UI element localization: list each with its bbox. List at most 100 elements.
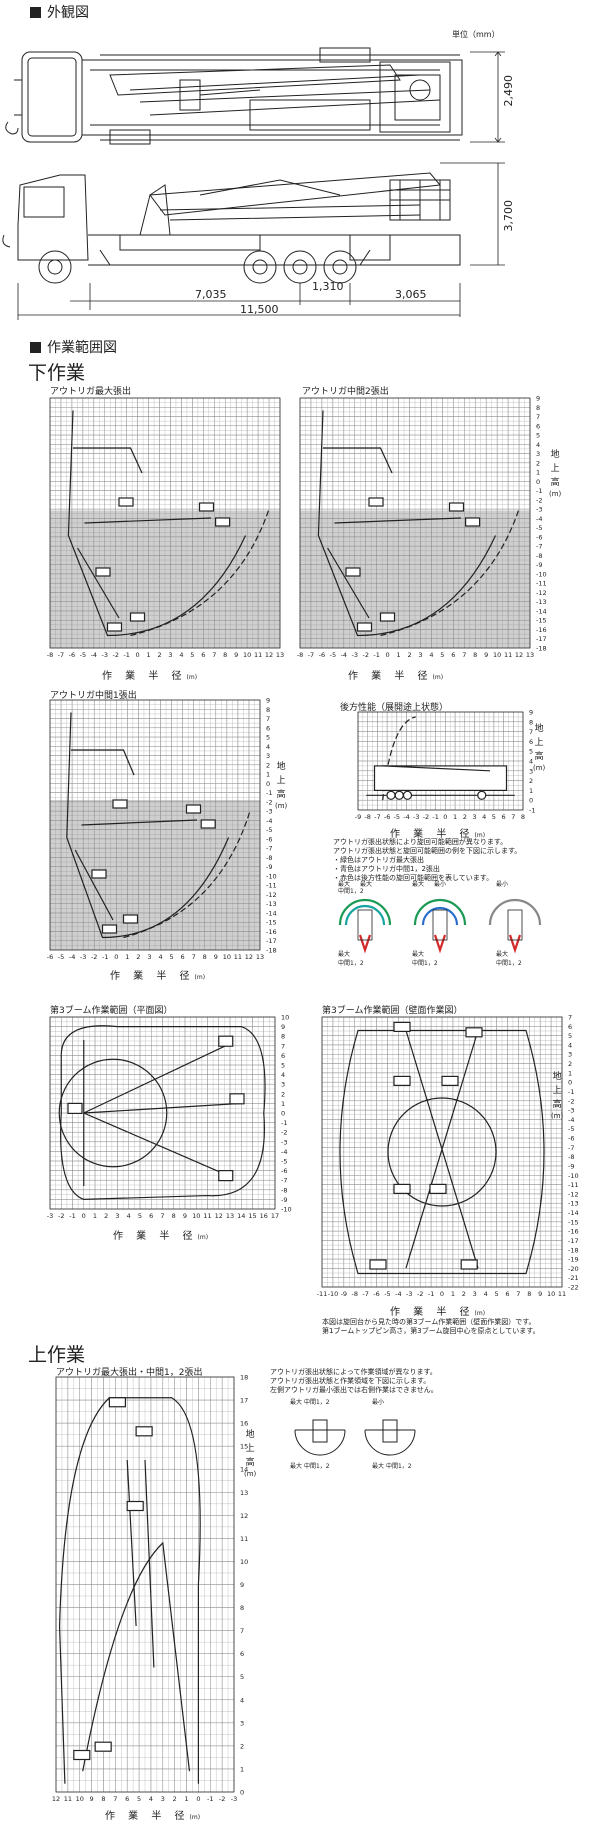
y-tick-label: 9 <box>266 697 270 705</box>
slew-diagrams <box>338 898 542 954</box>
x-tick-label: -9 <box>355 813 361 821</box>
y-tick-label: -10 <box>266 872 277 880</box>
x-tick-label: 8 <box>172 1212 176 1220</box>
y-tick-label: -2 <box>266 798 272 806</box>
y-tick-label: 0 <box>281 1110 285 1118</box>
y-tick-label: -9 <box>568 1162 574 1170</box>
y-tick-label: 2 <box>240 1742 244 1750</box>
slew-label: 中間1，2 <box>338 888 364 895</box>
y-tick-label: 1 <box>536 469 540 477</box>
x-tick-label: 4 <box>429 651 433 659</box>
y-tick-label: -17 <box>536 635 547 643</box>
y-tick-label: -11 <box>536 580 547 588</box>
slew-label: 最大 <box>338 881 351 888</box>
x-tick-label: 16 <box>260 1212 268 1220</box>
x-tick-label: -5 <box>58 953 64 961</box>
x-tick-label: 4 <box>127 1212 131 1220</box>
slew-label: 最小 <box>372 1399 385 1406</box>
x-tick-label: -7 <box>362 1290 368 1298</box>
wall-notes: 本図は旋回台から見た時の第3ブーム作業範囲（壁面作業図）です。第1ブームトップピ… <box>322 1318 540 1335</box>
x-tick-label: 9 <box>234 651 238 659</box>
truck-top-view <box>5 47 505 145</box>
y-tick-label: -11 <box>266 882 277 890</box>
x-tick-label: -4 <box>91 651 97 659</box>
x-tick-label: 2 <box>462 1290 466 1298</box>
x-tick-label: 2 <box>157 651 161 659</box>
x-tick-label: 8 <box>473 651 477 659</box>
exterior-heading: 外観図 <box>30 2 89 22</box>
y-tick-label: 2 <box>529 777 533 785</box>
y-tick-label: 4 <box>536 441 540 449</box>
y-tick-label: -2 <box>281 1129 287 1137</box>
x-tick-label: -3 <box>80 953 86 961</box>
y-tick-label: -8 <box>536 552 542 560</box>
y-tick-label: 2 <box>536 459 540 467</box>
x-tick-label: 0 <box>82 1212 86 1220</box>
y-tick-label: -6 <box>568 1135 574 1143</box>
x-tick-label: 14 <box>237 1212 245 1220</box>
y-tick-label: 8 <box>529 718 533 726</box>
x-tick-label: 13 <box>526 651 534 659</box>
y-tick-label: 1 <box>568 1069 572 1077</box>
reach-envelope <box>339 1021 545 1275</box>
y-tick-label: -4 <box>266 817 272 825</box>
y-tick-label: 7 <box>568 1014 572 1022</box>
x-tick-label: 5 <box>190 651 194 659</box>
x-tick-label: 3 <box>161 1795 165 1803</box>
radius-label-p1: 作 業 半 径(m) <box>102 671 198 682</box>
y-tick-label: -5 <box>266 826 272 834</box>
x-tick-label: 1 <box>184 1795 188 1803</box>
y-tick-label: -18 <box>536 645 547 653</box>
x-tick-label: 12 <box>215 1212 223 1220</box>
x-tick-label: 11 <box>254 651 262 659</box>
radius-label-p4: 作 業 半 径(m) <box>390 829 486 840</box>
y-tick-label: 5 <box>568 1032 572 1040</box>
x-tick-label: 10 <box>547 1290 555 1298</box>
y-tick-label: -21 <box>568 1274 579 1282</box>
y-tick-label: 9 <box>240 1581 244 1589</box>
x-tick-label: -3 <box>231 1795 237 1803</box>
x-tick-label: 4 <box>149 1795 153 1803</box>
y-tick-label: 8 <box>266 706 270 714</box>
y-tick-label: -17 <box>266 937 277 945</box>
y-tick-label: -1 <box>568 1088 574 1096</box>
rear-notes: アウトリガ張出状態により旋回可能範囲が異なります。アウトリガ張出状態と旋回可能範… <box>333 838 522 882</box>
x-tick-label: 6 <box>201 651 205 659</box>
x-tick-label: 10 <box>76 1795 84 1803</box>
y-tick-label: -10 <box>536 570 547 578</box>
y-tick-label: -4 <box>536 515 542 523</box>
slew-label: 最小 <box>496 881 509 888</box>
upper-slew-diagrams <box>294 1419 416 1456</box>
x-tick-label: -6 <box>319 651 325 659</box>
reach-envelope <box>317 410 520 637</box>
x-tick-label: -2 <box>219 1795 225 1803</box>
square-bullet-icon <box>30 341 41 353</box>
x-tick-label: -6 <box>373 1290 379 1298</box>
x-tick-label: 8 <box>521 813 525 821</box>
y-tick-label: -15 <box>536 617 547 625</box>
x-tick-label: -10 <box>328 1290 339 1298</box>
y-tick-label: 2 <box>281 1090 285 1098</box>
x-tick-label: 2 <box>463 813 467 821</box>
x-tick-label: -7 <box>308 651 314 659</box>
x-tick-label: -1 <box>69 1212 75 1220</box>
x-tick-label: 7 <box>160 1212 164 1220</box>
x-tick-label: -6 <box>69 651 75 659</box>
y-tick-label: -1 <box>281 1119 287 1127</box>
y-tick-label: -6 <box>281 1167 287 1175</box>
y-tick-label: 8 <box>281 1033 285 1041</box>
x-tick-label: 8 <box>203 953 207 961</box>
x-tick-label: 9 <box>214 953 218 961</box>
y-tick-label: 7 <box>266 715 270 723</box>
plot1-title: アウトリガ最大張出 <box>50 387 132 397</box>
x-tick-label: -1 <box>428 1290 434 1298</box>
x-tick-label: 5 <box>492 813 496 821</box>
y-tick-label: 6 <box>240 1650 244 1658</box>
square-bullet-icon <box>30 6 41 18</box>
y-tick-label: 14 <box>240 1466 248 1474</box>
y-tick-label: -3 <box>568 1107 574 1115</box>
x-tick-label: 12 <box>265 651 273 659</box>
y-tick-label: 7 <box>281 1042 285 1050</box>
